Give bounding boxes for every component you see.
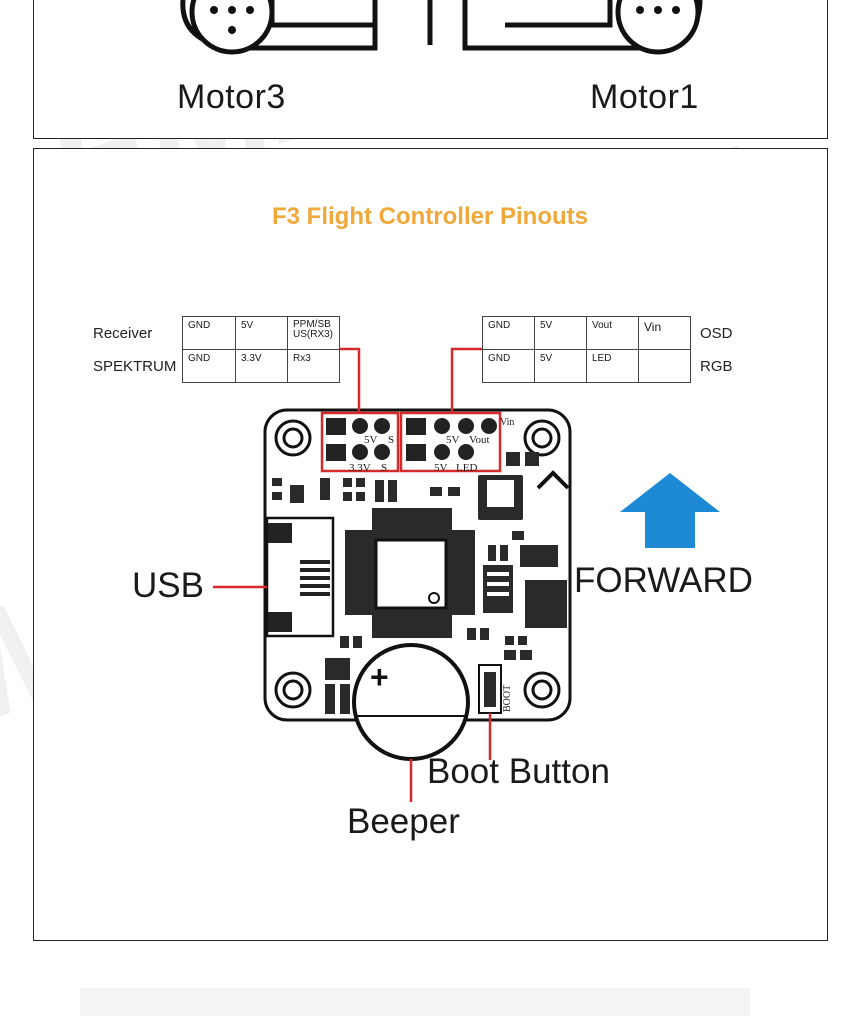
silk-s: S	[388, 434, 394, 446]
silk-5v: 5V	[364, 434, 378, 446]
receiver-pin-table: GND 5V PPM/SB US(RX3) GND 3.3V Rx3	[182, 316, 340, 383]
beeper-plus: +	[370, 659, 389, 695]
table-row: GND 5V LED	[482, 349, 691, 383]
silk-s: S	[381, 462, 387, 474]
next-section-strip	[80, 988, 750, 1016]
table-cell: LED	[586, 349, 639, 383]
usb-label: USB	[132, 566, 204, 605]
rgb-label: RGB	[700, 358, 733, 375]
osd-label: OSD	[700, 325, 733, 342]
table-cell	[638, 349, 691, 383]
receiver-label: Receiver	[93, 325, 153, 342]
page-title: F3 Flight Controller Pinouts	[272, 203, 588, 230]
table-cell: Vout	[586, 316, 639, 350]
up-arrow-icon	[620, 473, 720, 548]
silk-5v: 5V	[446, 434, 460, 446]
silk-vin: Vin	[500, 417, 514, 428]
silk-vout: Vout	[469, 434, 490, 446]
silk-3v3: 3.3V	[349, 462, 371, 474]
silk-5v: 5V	[434, 462, 448, 474]
table-cell: 5V	[534, 316, 587, 350]
table-cell: 3.3V	[235, 349, 288, 383]
silk-led: LED	[456, 462, 477, 474]
table-cell: GND	[182, 316, 236, 350]
motor-drawing	[180, 0, 703, 55]
silk-boot: BOOT	[502, 685, 513, 712]
table-row: GND 5V Vout Vin	[482, 316, 691, 350]
forward-label: FORWARD	[574, 561, 753, 600]
motor1-label: Motor1	[590, 78, 699, 116]
osd-header-highlight	[399, 411, 502, 473]
motor3-label: Motor3	[177, 78, 286, 116]
beeper-label: Beeper	[347, 802, 460, 841]
table-row: GND 3.3V Rx3	[182, 349, 340, 383]
spektrum-label: SPEKTRUM	[93, 358, 177, 375]
table-cell: GND	[482, 349, 535, 383]
table-cell: Rx3	[287, 349, 340, 383]
osd-leader-line	[450, 347, 482, 413]
osd-pin-table: GND 5V Vout Vin GND 5V LED	[482, 316, 691, 383]
receiver-leader-line	[340, 347, 361, 413]
table-cell: GND	[182, 349, 236, 383]
boot-button-label: Boot Button	[427, 752, 610, 791]
